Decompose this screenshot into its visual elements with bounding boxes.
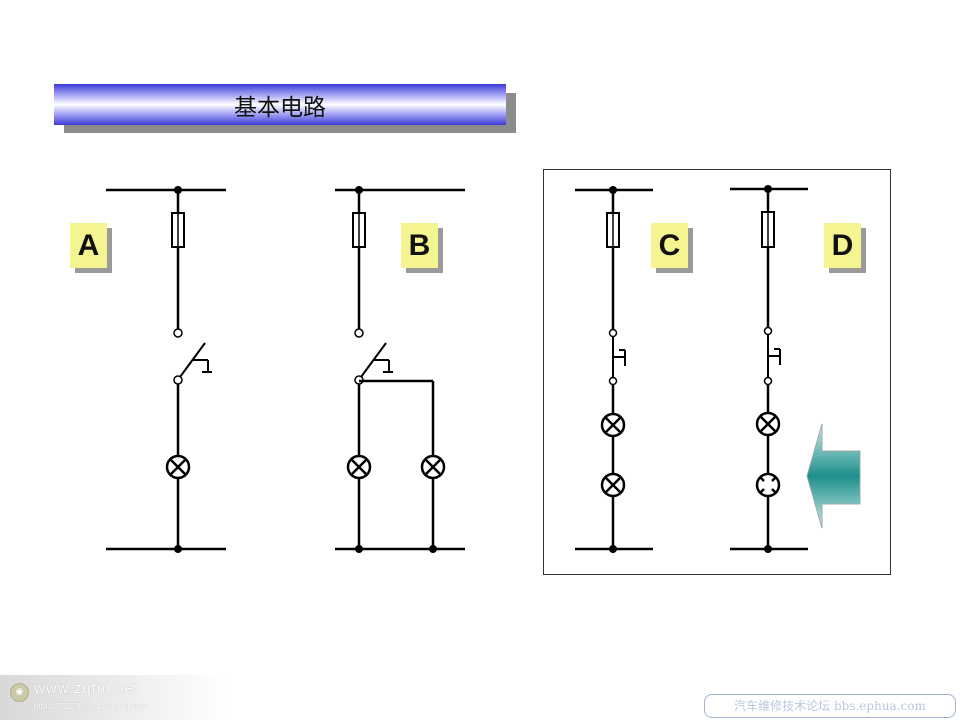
push-button-icon	[767, 335, 781, 377]
lamp-icon	[600, 472, 626, 498]
lamp-icon	[600, 412, 626, 438]
label-c-text: C	[651, 223, 688, 268]
watermark-site: www.zqtm.net	[34, 680, 140, 697]
terminal	[608, 376, 618, 386]
switch-icon	[179, 342, 212, 378]
circuit-d	[730, 185, 808, 553]
terminal	[354, 328, 364, 338]
label-d: D	[824, 223, 866, 273]
circuit-a	[106, 186, 226, 553]
terminal	[173, 375, 183, 385]
terminal	[608, 328, 618, 338]
title-bar: 基本电路	[54, 84, 506, 125]
push-button-icon	[612, 337, 626, 377]
watermark-url: http://275278258.qzone.qq.com	[34, 702, 147, 711]
page-title: 基本电路	[234, 94, 326, 121]
lamp-icon	[420, 454, 446, 480]
label-b-text: B	[401, 223, 438, 268]
label-b: B	[401, 223, 443, 273]
circuit-b	[335, 186, 465, 553]
watermark-logo-icon: ◉	[10, 683, 29, 702]
highlight-frame-cd	[543, 169, 891, 575]
circuit-c	[575, 186, 653, 553]
faulty-lamp-icon	[755, 472, 781, 498]
terminal	[763, 376, 773, 386]
switch-icon	[360, 342, 393, 378]
lamp-icon	[346, 454, 372, 480]
terminal	[173, 328, 183, 338]
lamp-icon	[165, 454, 191, 480]
forum-badge: 汽车维修技术论坛 bbs.ephua.com	[704, 694, 956, 718]
label-c: C	[651, 223, 693, 273]
label-d-text: D	[824, 223, 861, 268]
pointer-arrow-icon	[806, 423, 861, 529]
label-a-text: A	[70, 223, 107, 268]
watermark: ◉ www.zqtm.net http://275278258.qzone.qq…	[0, 675, 230, 720]
label-a: A	[70, 223, 112, 273]
terminal	[763, 326, 773, 336]
lamp-icon	[755, 411, 781, 437]
